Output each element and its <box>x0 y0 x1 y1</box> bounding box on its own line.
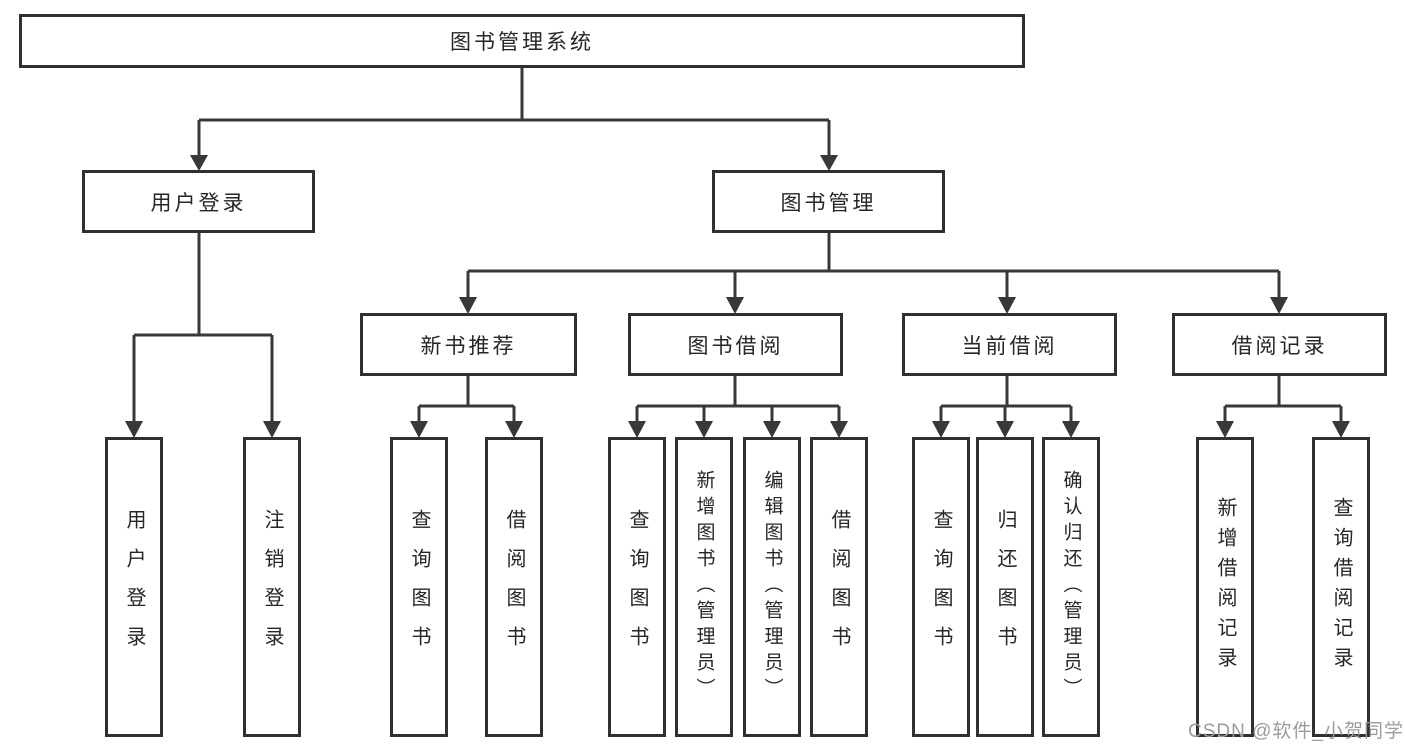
node-current-borrow-label: 当前借阅 <box>961 334 1058 358</box>
leaf-return-books: 归还图书 <box>976 437 1034 737</box>
node-book-borrow-label: 图书借阅 <box>687 334 784 358</box>
leaf-user-login-label: 用户登录 <box>123 509 145 665</box>
leaf-newbook-query-books-label: 查询图书 <box>408 509 430 665</box>
node-user-login: 用户登录 <box>82 170 315 233</box>
node-new-book-recommend: 新书推荐 <box>360 313 577 376</box>
leaf-borrow-query-books: 查询图书 <box>608 437 666 737</box>
leaf-add-borrow-record-label: 新增借阅记录 <box>1214 497 1236 677</box>
connector-root-to-level2 <box>190 68 838 171</box>
node-root-label: 图书管理系统 <box>450 31 594 54</box>
leaf-confirm-return-admin: 确认归还（管理员） <box>1042 437 1100 737</box>
connector-new-book-children <box>410 376 523 438</box>
node-current-borrow: 当前借阅 <box>902 313 1117 376</box>
leaf-logout-label: 注销登录 <box>261 509 283 665</box>
leaf-confirm-return-admin-label: 确认归还（管理员） <box>1060 470 1082 704</box>
leaf-return-books-label: 归还图书 <box>994 509 1016 665</box>
node-user-login-label: 用户登录 <box>150 191 247 215</box>
node-new-book-recommend-label: 新书推荐 <box>420 334 517 358</box>
connector-book-mgmt-children <box>459 233 1288 314</box>
leaf-query-borrow-record-label: 查询借阅记录 <box>1330 497 1352 677</box>
leaf-add-borrow-record: 新增借阅记录 <box>1196 437 1254 737</box>
leaf-edit-books-admin-label: 编辑图书（管理员） <box>761 470 783 704</box>
leaf-query-borrow-record: 查询借阅记录 <box>1312 437 1370 737</box>
node-book-management: 图书管理 <box>712 170 945 233</box>
node-borrow-record: 借阅记录 <box>1172 313 1387 376</box>
node-book-management-label: 图书管理 <box>780 191 877 215</box>
node-borrow-record-label: 借阅记录 <box>1231 334 1328 358</box>
leaf-current-query-books: 查询图书 <box>912 437 970 737</box>
leaf-edit-books-admin: 编辑图书（管理员） <box>743 437 801 737</box>
node-root-system: 图书管理系统 <box>19 14 1025 68</box>
leaf-current-query-books-label: 查询图书 <box>930 509 952 665</box>
connector-user-login-children <box>125 233 281 438</box>
leaf-borrow-borrow-books-label: 借阅图书 <box>828 509 850 665</box>
leaf-add-books-admin-label: 新增图书（管理员） <box>693 470 715 704</box>
connector-current-borrow-children <box>932 376 1080 438</box>
leaf-newbook-borrow-books: 借阅图书 <box>485 437 543 737</box>
leaf-borrow-query-books-label: 查询图书 <box>626 509 648 665</box>
leaf-logout: 注销登录 <box>243 437 301 737</box>
leaf-user-login: 用户登录 <box>105 437 163 737</box>
csdn-watermark: CSDN @软件_小贺同学 <box>1188 721 1404 742</box>
leaf-newbook-query-books: 查询图书 <box>390 437 448 737</box>
connector-borrow-record-children <box>1216 376 1350 438</box>
leaf-newbook-borrow-books-label: 借阅图书 <box>503 509 525 665</box>
node-book-borrow: 图书借阅 <box>628 313 843 376</box>
leaf-add-books-admin: 新增图书（管理员） <box>675 437 733 737</box>
leaf-borrow-borrow-books: 借阅图书 <box>810 437 868 737</box>
connector-book-borrow-children <box>628 376 848 438</box>
